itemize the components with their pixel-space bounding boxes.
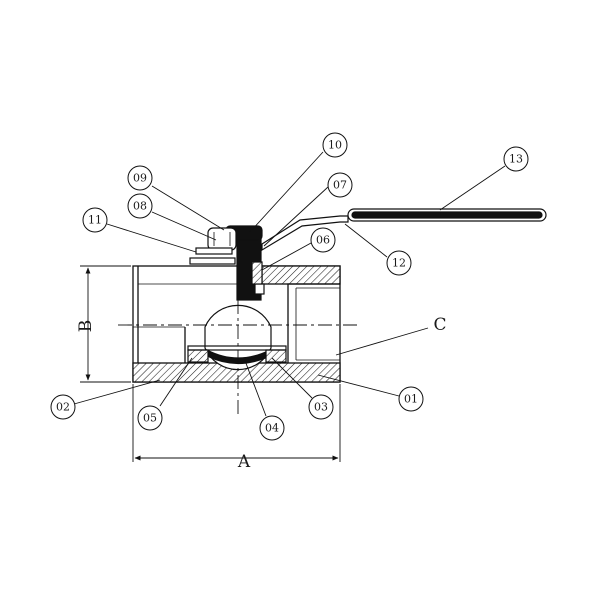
callout-13: 13 [503,146,529,172]
callout-04: 04 [259,415,285,441]
leader-12 [344,223,388,258]
callout-03-label: 03 [314,401,328,414]
callout-01: 01 [398,386,424,412]
stop-pin [189,257,236,265]
callout-09-label: 09 [133,172,147,185]
handle-arm [261,215,349,252]
leader-06 [261,242,312,271]
lock-washer [195,247,233,255]
callout-02: 02 [50,394,76,420]
callout-07-label: 07 [333,179,347,192]
callout-05-label: 05 [143,412,157,425]
leader-11 [106,223,197,253]
callout-07: 07 [327,172,353,198]
callout-09: 09 [127,165,153,191]
handle-grip-inner [351,211,543,219]
callout-02-label: 02 [56,401,70,414]
callout-05: 05 [137,405,163,431]
leader-08 [151,211,217,241]
center-lines [118,300,360,418]
dim-b-label: B [76,320,96,333]
callout-08: 08 [127,193,153,219]
leader-10 [249,151,324,233]
callout-10-label: 10 [328,139,342,152]
ball-assembly [187,304,287,371]
callout-11: 11 [82,207,108,233]
callout-06-label: 06 [316,234,330,247]
body-top-wall [261,265,341,285]
leader-01 [317,374,400,397]
callout-11-label: 11 [88,214,102,227]
right-seat [265,349,287,363]
dim-c-label: C [433,315,446,335]
packing-gland [251,261,263,285]
seat-retainer [187,345,287,351]
callout-13-label: 13 [509,153,523,166]
callout-08-label: 08 [133,200,147,213]
leader-05 [159,357,193,407]
callout-10: 10 [322,132,348,158]
gland-nut [207,227,237,251]
leader-04 [243,357,267,417]
leader-09 [151,185,225,231]
dimension-lines [80,265,429,462]
stem-notch [254,283,265,295]
leader-13 [439,165,506,211]
callout-06: 06 [310,227,336,253]
leader-03 [271,357,313,399]
callout-03: 03 [308,394,334,420]
callout-12-label: 12 [392,257,406,270]
right-port-bore [287,283,340,363]
callout-01-label: 01 [404,393,418,406]
dim-c-leader [335,327,429,356]
leader-lines [73,151,506,417]
callout-12: 12 [386,250,412,276]
stem-assembly [189,208,547,301]
callout-04-label: 04 [265,422,279,435]
valve-body [132,265,341,383]
leader-07 [263,186,329,247]
leader-02 [73,379,161,405]
dim-a-label: A [237,452,251,472]
